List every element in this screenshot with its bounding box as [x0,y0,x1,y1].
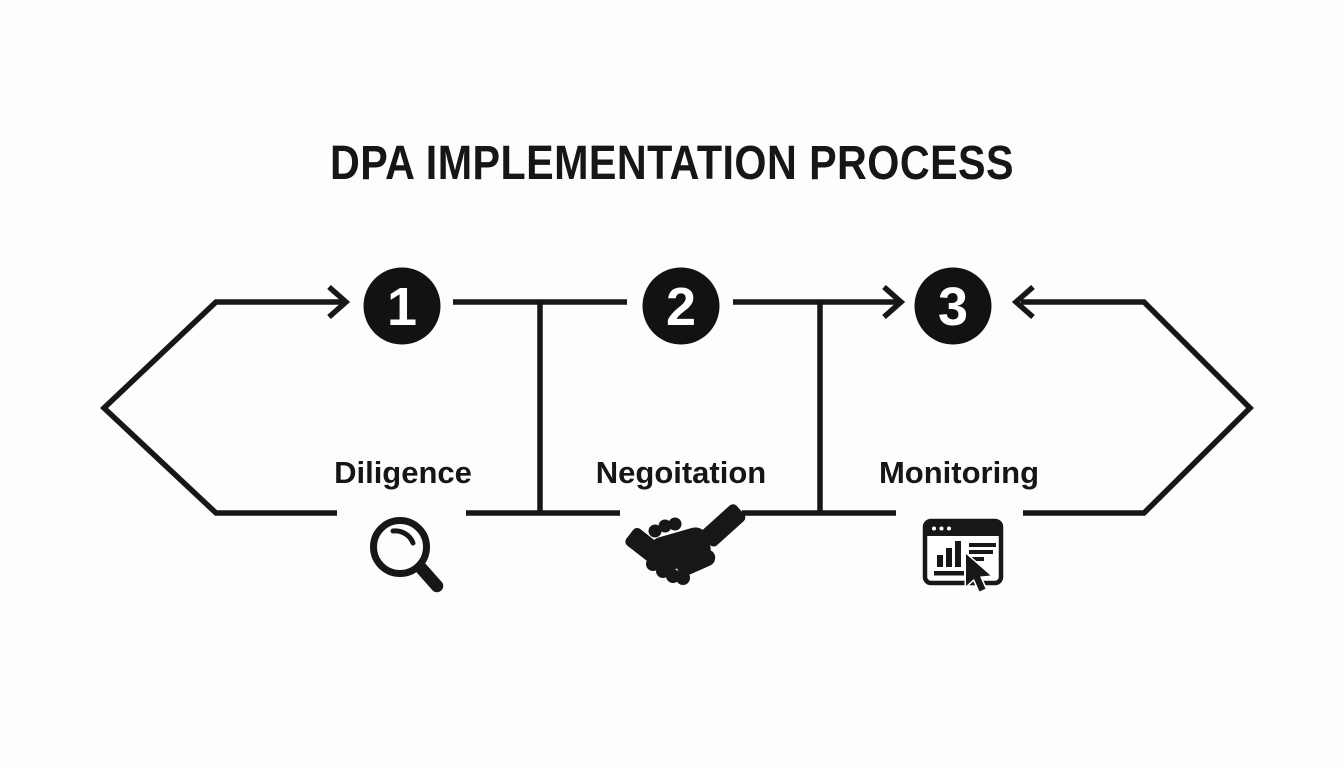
bar-chart-icon [934,541,964,576]
arrow-right-icon [327,284,351,320]
left-loop-connector [99,284,351,516]
step-2-badge: 2 [642,267,720,345]
window-titlebar [925,521,1001,536]
step-2-number: 2 [666,277,696,337]
divider-lines [537,302,823,513]
step-1-badge: 1 [363,267,441,345]
analytics-window-icon [922,518,1004,594]
step-3-badge: 3 [914,267,992,345]
step-1-number: 1 [387,277,417,337]
diagram-title: DPA IMPLEMENTATION PROCESS [330,137,1014,190]
text-lines-icon [969,543,996,561]
cursor-icon [964,550,995,594]
arrow-right-icon [882,284,906,320]
search-icon [370,517,444,593]
step-3-number: 3 [938,277,968,337]
right-loop-connector [1011,284,1254,516]
arrow-left-icon [1011,284,1035,320]
step-2-label: Negoitation [596,455,767,490]
handshake-icon [625,504,746,585]
step-3-label: Monitoring [879,455,1039,490]
step-1-label: Diligence [334,455,472,490]
